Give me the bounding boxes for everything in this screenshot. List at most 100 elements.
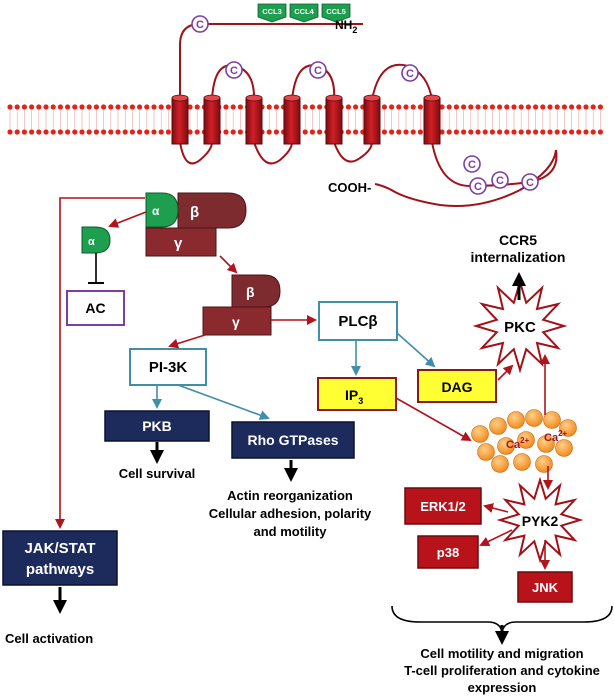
erk-box bbox=[404, 487, 482, 525]
lipid-head bbox=[93, 129, 99, 135]
lipid-head bbox=[345, 104, 351, 110]
lipid-head bbox=[533, 104, 539, 110]
cysteine-circle bbox=[191, 15, 209, 33]
lipid-head bbox=[417, 104, 423, 110]
calcium-ion bbox=[477, 443, 495, 461]
lipid-head bbox=[108, 104, 114, 110]
rho-label: Rho GTPases bbox=[247, 432, 338, 448]
lipid-head bbox=[453, 129, 459, 135]
helix-cap bbox=[245, 94, 263, 102]
calcium-ion bbox=[543, 411, 561, 429]
calcium-label-2: Ca2+ bbox=[544, 429, 568, 444]
lipid-head bbox=[72, 104, 78, 110]
lipid-head bbox=[446, 104, 452, 110]
pkc-label: PKC bbox=[504, 319, 536, 336]
g-gamma-subunit bbox=[145, 227, 217, 257]
jnk-label: JNK bbox=[532, 580, 559, 595]
arrow-pyk2-to-p38 bbox=[479, 529, 513, 547]
helix-cap bbox=[203, 94, 221, 102]
lipid-head bbox=[533, 129, 539, 135]
transmembrane-helix bbox=[363, 97, 381, 145]
helix-cap bbox=[283, 94, 301, 102]
arrow-plc-to-dag bbox=[396, 332, 436, 368]
lipid-head bbox=[302, 129, 308, 135]
lipid-head bbox=[396, 104, 402, 110]
lipid-head bbox=[475, 129, 481, 135]
beta-gamma-dimer: β γ bbox=[202, 274, 281, 336]
actin-text-line3: and motility bbox=[254, 524, 328, 539]
calcium-ion bbox=[513, 453, 531, 471]
arrow-to-jak bbox=[55, 197, 145, 529]
lipid-head bbox=[36, 104, 42, 110]
lipid-head bbox=[108, 129, 114, 135]
lipid-head bbox=[576, 104, 582, 110]
dimer-beta-label: β bbox=[246, 284, 255, 300]
outcome-text-line2: T-cell proliferation and cytokine bbox=[404, 663, 600, 678]
transmembrane-helix bbox=[171, 97, 189, 145]
arrow-dag-to-pkc bbox=[497, 364, 514, 381]
lipid-head bbox=[345, 129, 351, 135]
lipid-head bbox=[7, 104, 13, 110]
cell-survival-text: Cell survival bbox=[119, 466, 196, 481]
lipid-head bbox=[165, 129, 171, 135]
pyk2-label: PYK2 bbox=[522, 513, 559, 529]
calcium-ion bbox=[507, 411, 525, 429]
ac-label: AC bbox=[85, 300, 105, 316]
lipid-head bbox=[21, 104, 27, 110]
pathway-arrows bbox=[53, 197, 613, 645]
g-alpha-subunit bbox=[145, 192, 179, 228]
cysteine-circle bbox=[521, 173, 539, 191]
g-beta-subunit bbox=[177, 192, 247, 229]
lipid-head bbox=[151, 104, 157, 110]
calcium-cluster bbox=[471, 409, 577, 473]
lipid-head bbox=[129, 104, 135, 110]
jak-stat-label-line1: JAK/STAT bbox=[24, 540, 95, 557]
lipid-head bbox=[158, 104, 164, 110]
lipid-head bbox=[309, 129, 315, 135]
lipid-head bbox=[79, 104, 85, 110]
lipid-head bbox=[569, 104, 575, 110]
lipid-head bbox=[461, 129, 467, 135]
cysteine-circle bbox=[463, 155, 481, 173]
pi3k-label: PI-3K bbox=[149, 359, 188, 376]
lipid-head bbox=[518, 129, 524, 135]
lipid-head bbox=[237, 129, 243, 135]
cell-membrane bbox=[7, 104, 604, 135]
lipid-head bbox=[7, 129, 13, 135]
jnk-box bbox=[517, 571, 573, 603]
transmembrane-helices bbox=[171, 94, 441, 145]
lipid-head bbox=[410, 104, 416, 110]
pkb-box bbox=[104, 410, 210, 442]
lipid-head bbox=[353, 104, 359, 110]
lipid-head bbox=[468, 104, 474, 110]
calcium-ion bbox=[537, 435, 555, 453]
lipid-head bbox=[72, 129, 78, 135]
lipid-head bbox=[302, 104, 308, 110]
pkb-label: PKB bbox=[142, 418, 172, 434]
cell-activation-text: Cell activation bbox=[5, 631, 93, 646]
lipid-head bbox=[525, 129, 532, 135]
dag-box bbox=[417, 369, 497, 403]
lipid-head bbox=[504, 129, 510, 135]
lipid-head bbox=[403, 129, 409, 135]
lipid-head bbox=[583, 104, 589, 110]
lipid-head bbox=[93, 104, 99, 110]
lipid-head bbox=[482, 129, 488, 135]
arrow-to-pi3k bbox=[168, 334, 206, 349]
ccr5-label-line1: CCR5 bbox=[499, 232, 537, 248]
lipid-head bbox=[43, 129, 49, 135]
ligand-label: CCL5 bbox=[326, 7, 346, 16]
n-terminus-label: NH2 bbox=[335, 18, 357, 35]
cysteine-label: C bbox=[314, 65, 322, 77]
lipid-head bbox=[489, 129, 495, 135]
lipid-head bbox=[137, 129, 143, 135]
lipid-head bbox=[194, 129, 200, 135]
lipid-head bbox=[446, 129, 452, 135]
ligand-tag bbox=[289, 3, 319, 23]
lipid-head bbox=[590, 129, 596, 135]
lipid-head bbox=[389, 129, 395, 135]
cysteine-circle bbox=[469, 177, 487, 195]
